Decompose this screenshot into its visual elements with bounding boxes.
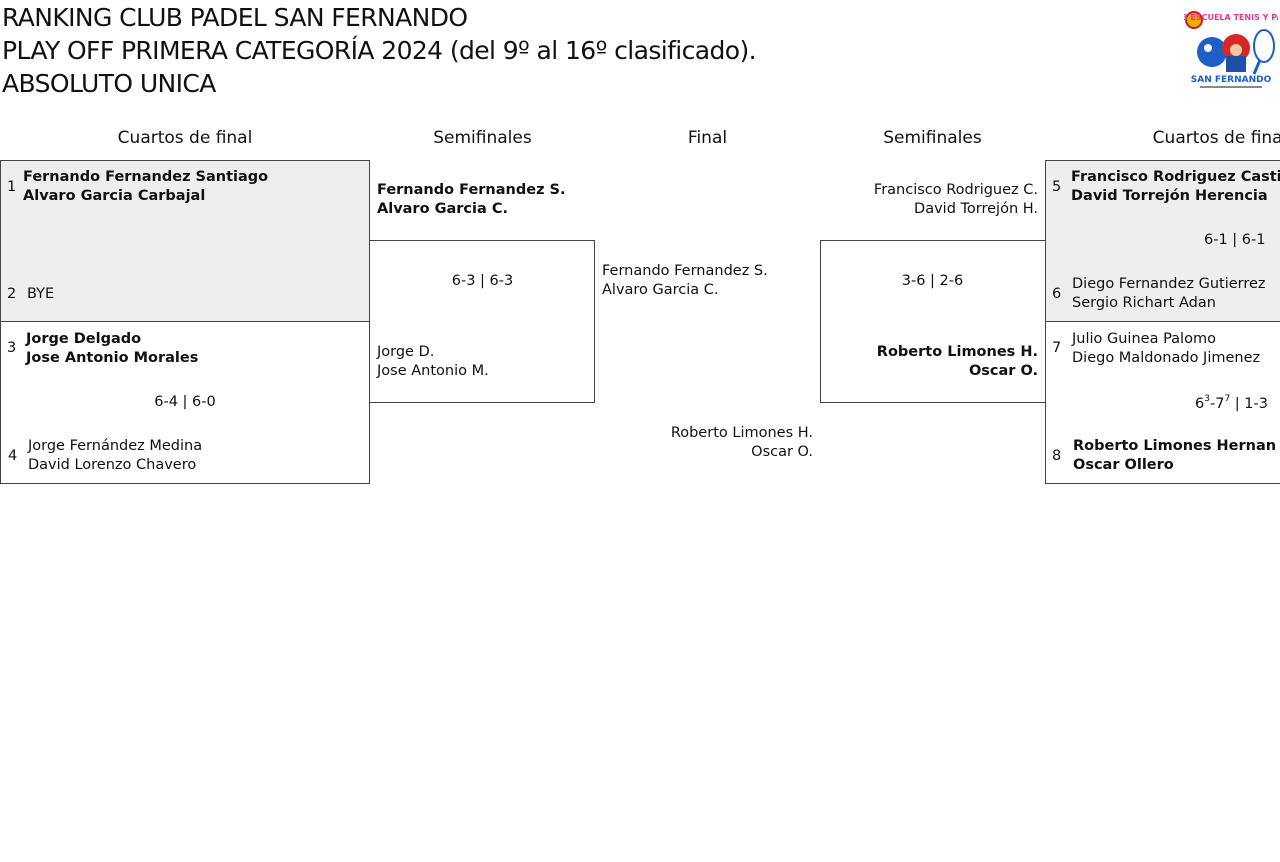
sf-left-match — [369, 240, 595, 403]
match-score: 6-1 | 6-1 — [1204, 232, 1266, 248]
qf-right-match-2 — [1045, 321, 1280, 484]
player-name: Diego Maldonado Jimenez — [1072, 350, 1261, 366]
player-name: Alvaro Garcia C. — [602, 282, 719, 298]
player-name: Roberto Limones H. — [876, 344, 1038, 360]
player-name: Alvaro Garcia C. — [377, 201, 508, 217]
match-score: 6-3 | 6-3 — [451, 273, 514, 289]
title-line-1: RANKING CLUB PADEL SAN FERNANDO — [2, 3, 468, 32]
qf-left-match-1 — [0, 160, 370, 322]
col-head-sf-right: Semifinales — [883, 128, 982, 148]
match-score: 3-6 | 2-6 — [901, 273, 964, 289]
player-name: Francisco Rodriguez C. — [873, 182, 1038, 198]
match-score: 6-4 | 6-0 — [154, 394, 216, 410]
player-name: Francisco Rodriguez Castillero — [1071, 169, 1280, 185]
player-name: Oscar O. — [751, 444, 813, 460]
col-head-qf-left: Cuartos de final — [117, 128, 253, 148]
seed-number: 1 — [7, 179, 17, 195]
player-name: Jorge D. — [377, 344, 435, 360]
qf-right-match-1 — [1045, 160, 1280, 322]
player-name: Oscar O. — [968, 363, 1038, 379]
player-name: Fernando Fernandez S. — [377, 182, 566, 198]
player-name: Oscar Ollero — [1073, 457, 1174, 473]
seed-number: 8 — [1052, 448, 1062, 464]
player-name: Julio Guinea Palomo — [1072, 331, 1216, 347]
player-name: Jose Antonio Morales — [26, 350, 199, 366]
player-name: Roberto Limones Hernan — [1073, 438, 1277, 454]
player-name: BYE — [27, 286, 55, 302]
col-head-qf-right: Cuartos de final — [1152, 128, 1280, 148]
title-line-2: PLAY OFF PRIMERA CATEGORÍA 2024 (del 9º … — [2, 36, 757, 65]
title-line-3: ABSOLUTO UNICA — [2, 69, 216, 98]
col-head-sf-left: Semifinales — [433, 128, 532, 148]
seed-number: 4 — [8, 448, 18, 464]
seed-number: 6 — [1052, 286, 1062, 302]
player-name: David Torrejón H. — [914, 201, 1038, 217]
logo-bottom-text: SAN FERNANDO — [1191, 75, 1272, 85]
player-name: David Torrejón Herencia — [1071, 188, 1268, 204]
col-head-final: Final — [687, 128, 728, 148]
match-score: 63-77 | 1-3 — [1195, 394, 1268, 412]
club-logo: CLUB ESCUELA TENIS Y PADEL SAN FERNANDO — [1164, 8, 1280, 92]
player-name: Fernando Fernandez S. — [602, 263, 768, 279]
player-name: Alvaro Garcia Carbajal — [23, 188, 206, 204]
player-name: Roberto Limones H. — [670, 425, 813, 441]
player-name: Sergio Richart Adan — [1072, 295, 1216, 311]
player-name: Jorge Fernández Medina — [28, 438, 203, 454]
seed-number: 3 — [7, 340, 17, 356]
player-name: Jorge Delgado — [26, 331, 142, 347]
player-name: Diego Fernandez Gutierrez — [1072, 276, 1266, 292]
seed-number: 7 — [1052, 340, 1062, 356]
player-name: Jose Antonio M. — [377, 363, 489, 379]
player-name: Fernando Fernandez Santiago — [23, 169, 269, 185]
logo-top-text: CLUB ESCUELA TENIS Y PADEL — [1184, 13, 1278, 22]
seed-number: 2 — [7, 286, 17, 302]
player-name: David Lorenzo Chavero — [28, 457, 197, 473]
seed-number: 5 — [1052, 179, 1062, 195]
